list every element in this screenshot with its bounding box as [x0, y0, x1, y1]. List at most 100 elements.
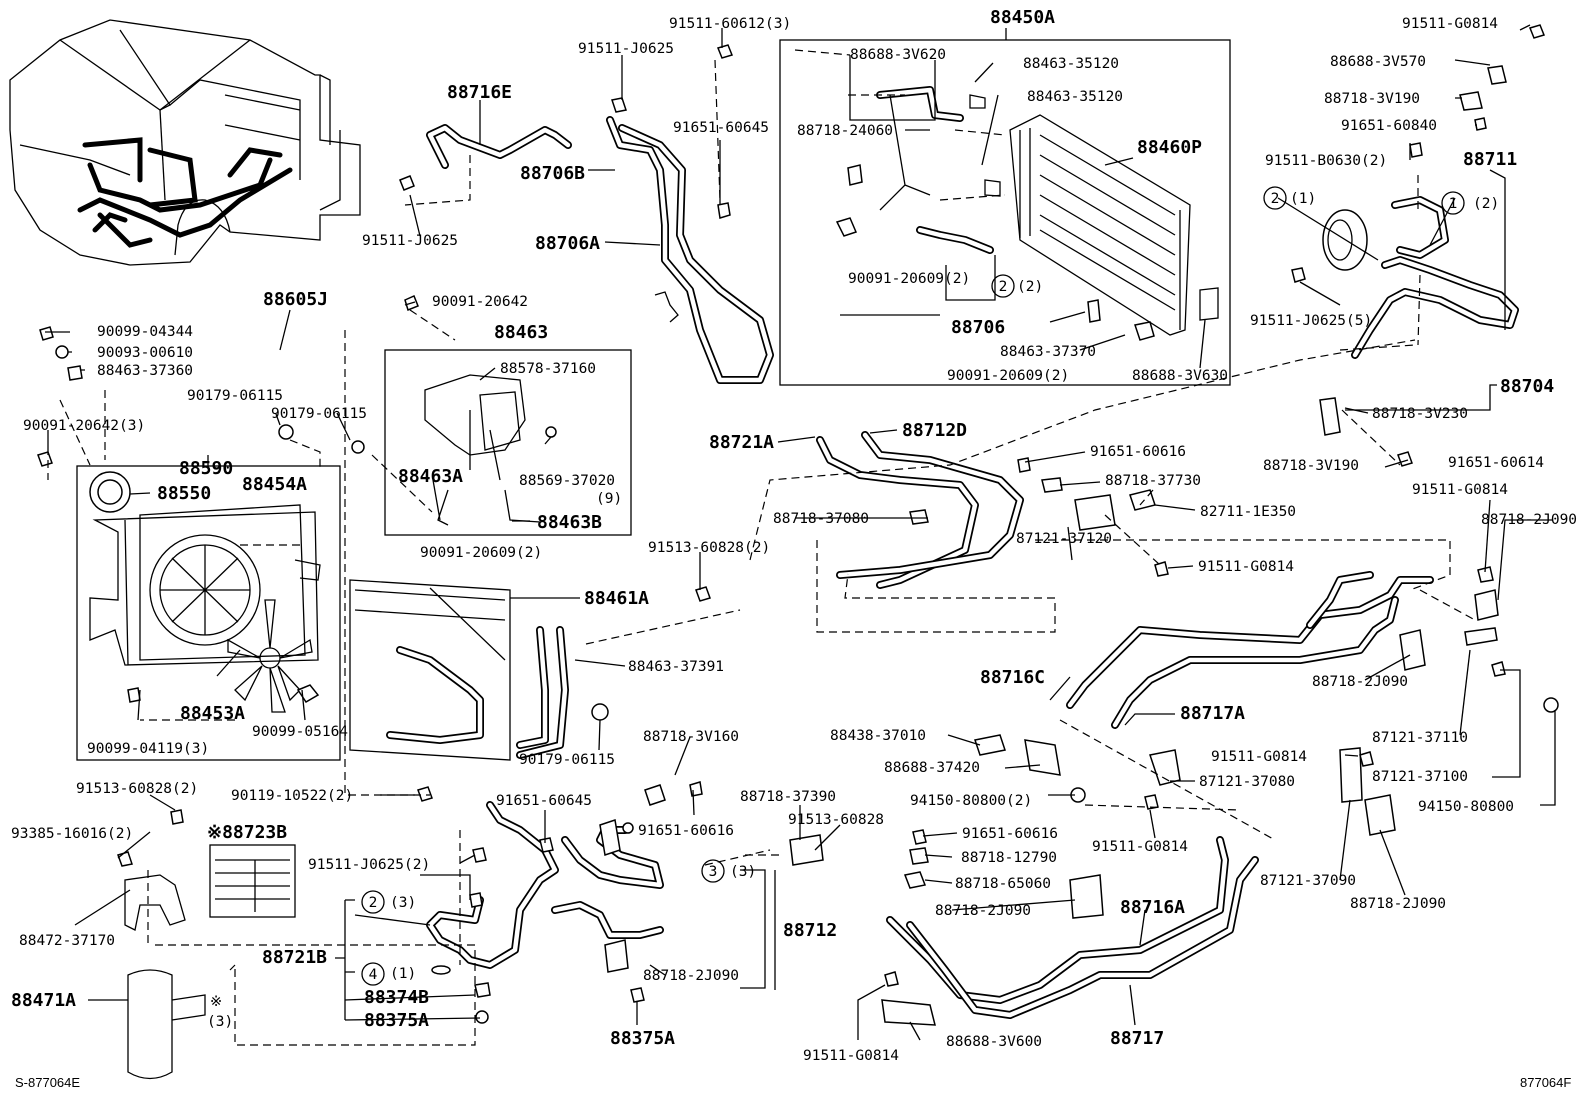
part-label: 88688-3V630: [1132, 368, 1228, 384]
part-label: 88718-3V160: [643, 729, 739, 745]
part-label: 91511-G0814: [1412, 482, 1508, 498]
part-label: (1): [390, 966, 416, 982]
part-label: 90179-06115: [187, 388, 283, 404]
circled-ref: 3: [709, 864, 718, 880]
part-label: 88717A: [1180, 703, 1245, 724]
part-label: 90091-20642(3): [23, 418, 145, 434]
part-label: 87121-37100: [1372, 769, 1468, 785]
bracket-box: [384, 349, 632, 536]
leader-lines: [45, 24, 1556, 1041]
part-label: ※88723B: [207, 822, 287, 843]
part-label: 91651-60616: [638, 823, 734, 839]
part-label: 88463-37391: [628, 659, 724, 675]
part-label: 90099-04344: [97, 324, 193, 340]
part-label: 88717: [1110, 1028, 1164, 1049]
part-label: 88718-12790: [961, 850, 1057, 866]
part-label: 88578-37160: [500, 361, 596, 377]
part-label: 88688-37420: [884, 760, 980, 776]
part-label: 88454A: [242, 474, 307, 495]
part-label: 88716E: [447, 82, 512, 103]
fasteners: [37, 24, 1559, 1026]
part-label: 88374B: [364, 987, 429, 1008]
part-label: 88688-3V600: [946, 1034, 1042, 1050]
part-label: 88375A: [364, 1010, 429, 1031]
part-label: 88590: [179, 458, 233, 479]
part-label: 88706: [951, 317, 1005, 338]
part-label: 88461A: [584, 588, 649, 609]
part-label: 88463B: [537, 512, 602, 533]
part-label: 90091-20642: [432, 294, 528, 310]
diagram-ref-right: 877064F: [1520, 1075, 1571, 1090]
part-label: 88721A: [709, 432, 774, 453]
part-label: 90099-04119(3): [87, 741, 209, 757]
part-label: (3): [730, 864, 756, 880]
part-label: 91513-60828(2): [76, 781, 198, 797]
part-label: 87121-37080: [1199, 774, 1295, 790]
circled-ref: 4: [369, 967, 378, 983]
part-label: 91513-60828(2): [648, 540, 770, 556]
vehicle-illustration: [9, 19, 361, 266]
part-label: 88460P: [1137, 137, 1202, 158]
part-label: 88718-24060: [797, 123, 893, 139]
part-label: 91511-G0814: [1092, 839, 1188, 855]
part-label: 88463-35120: [1027, 89, 1123, 105]
part-label: 88718-2J090: [1312, 674, 1408, 690]
part-label: 88718-3V190: [1324, 91, 1420, 107]
part-label: 88718-37730: [1105, 473, 1201, 489]
part-label: 88472-37170: [19, 933, 115, 949]
part-label: (2): [1017, 279, 1043, 295]
diagram-ref-left: S-877064E: [15, 1075, 80, 1090]
part-labels: 88450A 91511-60612(3) 91511-G0814 88688-…: [11, 7, 1577, 1064]
part-label: 88463: [494, 322, 548, 343]
part-label: 91511-G0814: [1402, 16, 1498, 32]
part-label: 88718-2J090: [935, 903, 1031, 919]
part-label: (2): [1473, 196, 1499, 212]
part-label: 88704: [1500, 376, 1554, 397]
part-label: 91651-60645: [673, 120, 769, 136]
part-label: (1): [1290, 191, 1316, 207]
part-label: 87121-37110: [1372, 730, 1468, 746]
part-label: 88688-3V620: [850, 47, 946, 63]
part-label: 91511-J0625(5): [1250, 313, 1372, 329]
part-label: 88463-37360: [97, 363, 193, 379]
part-label: 88453A: [180, 703, 245, 724]
circled-ref: 2: [1271, 191, 1280, 207]
part-label: 90093-00610: [97, 345, 193, 361]
part-label: 88471A: [11, 990, 76, 1011]
part-label: 91511-G0814: [1211, 749, 1307, 765]
part-label: 88711: [1463, 149, 1517, 170]
part-label: ※: [210, 994, 222, 1010]
circled-ref: 1: [1449, 196, 1458, 212]
part-label: 88718-37390: [740, 789, 836, 805]
part-label: 88712D: [902, 420, 967, 441]
part-label: 88712: [783, 920, 837, 941]
part-label: 91651-60616: [1090, 444, 1186, 460]
receiver-dryer: [124, 844, 296, 1080]
part-label: (3): [207, 1014, 233, 1030]
part-label: 91513-60828: [788, 812, 884, 828]
fan-assembly-box: [76, 465, 341, 761]
part-label: 88718-2J090: [1350, 896, 1446, 912]
part-label: 91651-60840: [1341, 118, 1437, 134]
part-label: 90091-20609(2): [420, 545, 542, 561]
part-label: 88716C: [980, 667, 1045, 688]
part-label: 88450A: [990, 7, 1055, 28]
refrigerant-pipes: [349, 116, 1519, 1019]
circled-ref: 2: [369, 895, 378, 911]
part-label: 91511-B0630(2): [1265, 153, 1387, 169]
part-label: 90099-05164: [252, 724, 348, 740]
part-label: 91651-60614: [1448, 455, 1544, 471]
part-label: 93385-16016(2): [11, 826, 133, 842]
part-label: 88718-2J090: [643, 968, 739, 984]
part-label: 91511-J0625: [362, 233, 458, 249]
part-label: 82711-1E350: [1200, 504, 1296, 520]
part-label: 88718-3V190: [1263, 458, 1359, 474]
part-label: 88706B: [520, 163, 585, 184]
part-label: 88706A: [535, 233, 600, 254]
part-label: 88718-37080: [773, 511, 869, 527]
part-label: 88438-37010: [830, 728, 926, 744]
part-label: 90091-20609(2): [848, 271, 970, 287]
circled-ref: 2: [999, 279, 1008, 295]
part-label: 90119-10522(2): [231, 788, 353, 804]
